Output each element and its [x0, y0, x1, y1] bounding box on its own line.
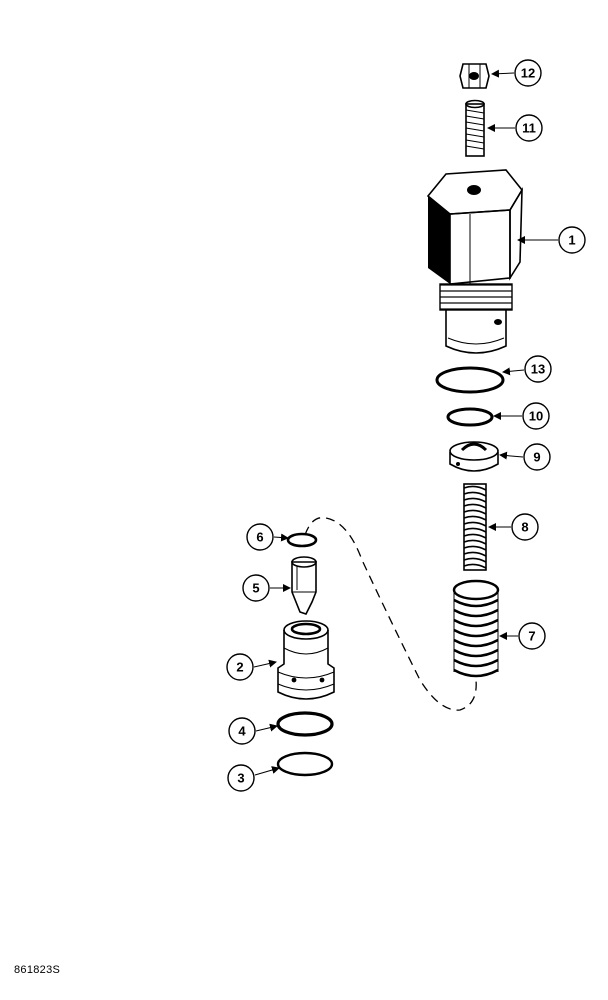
- svg-text:11: 11: [522, 121, 536, 136]
- svg-text:10: 10: [529, 409, 543, 424]
- svg-text:12: 12: [521, 66, 535, 81]
- callout-4: 4: [228, 717, 256, 745]
- part-3-o-ring: [276, 751, 334, 777]
- callout-12: 12: [514, 59, 542, 87]
- part-11-screw: [465, 99, 485, 157]
- callout-10: 10: [522, 402, 550, 430]
- part-12-nut: [459, 63, 490, 89]
- svg-text:4: 4: [238, 724, 246, 739]
- callout-6: 6: [246, 523, 274, 551]
- part-6-o-ring: [286, 532, 318, 548]
- svg-text:13: 13: [531, 362, 545, 377]
- callout-9: 9: [523, 443, 551, 471]
- callout-7: 7: [518, 622, 546, 650]
- svg-text:5: 5: [252, 581, 259, 596]
- part-13-o-ring: [435, 366, 505, 394]
- svg-text:6: 6: [256, 530, 263, 545]
- part-10-o-ring: [446, 407, 494, 427]
- part-4-backup-ring: [276, 711, 334, 737]
- figure-id: 861823S: [14, 964, 61, 976]
- svg-text:1: 1: [568, 233, 575, 248]
- svg-text:2: 2: [236, 660, 243, 675]
- svg-text:7: 7: [528, 629, 535, 644]
- part-1-valve-body: [426, 169, 523, 354]
- part-5-poppet: [291, 556, 317, 615]
- svg-text:9: 9: [533, 450, 540, 465]
- callout-1: 1: [558, 226, 586, 254]
- part-8-inner-spring: [463, 483, 487, 571]
- leader-lines: [253, 69, 558, 776]
- svg-text:3: 3: [237, 771, 244, 786]
- callout-2: 2: [226, 653, 254, 681]
- part-9-spring-seat: [449, 441, 499, 472]
- callout-13: 13: [524, 355, 552, 383]
- callout-8: 8: [511, 513, 539, 541]
- callout-11: 11: [515, 114, 543, 142]
- assembly-dashed-line: [304, 516, 477, 711]
- svg-text:8: 8: [521, 520, 528, 535]
- part-2-seat: [277, 620, 335, 700]
- part-7-outer-spring: [452, 579, 500, 678]
- callout-3: 3: [227, 764, 255, 792]
- callout-5: 5: [242, 574, 270, 602]
